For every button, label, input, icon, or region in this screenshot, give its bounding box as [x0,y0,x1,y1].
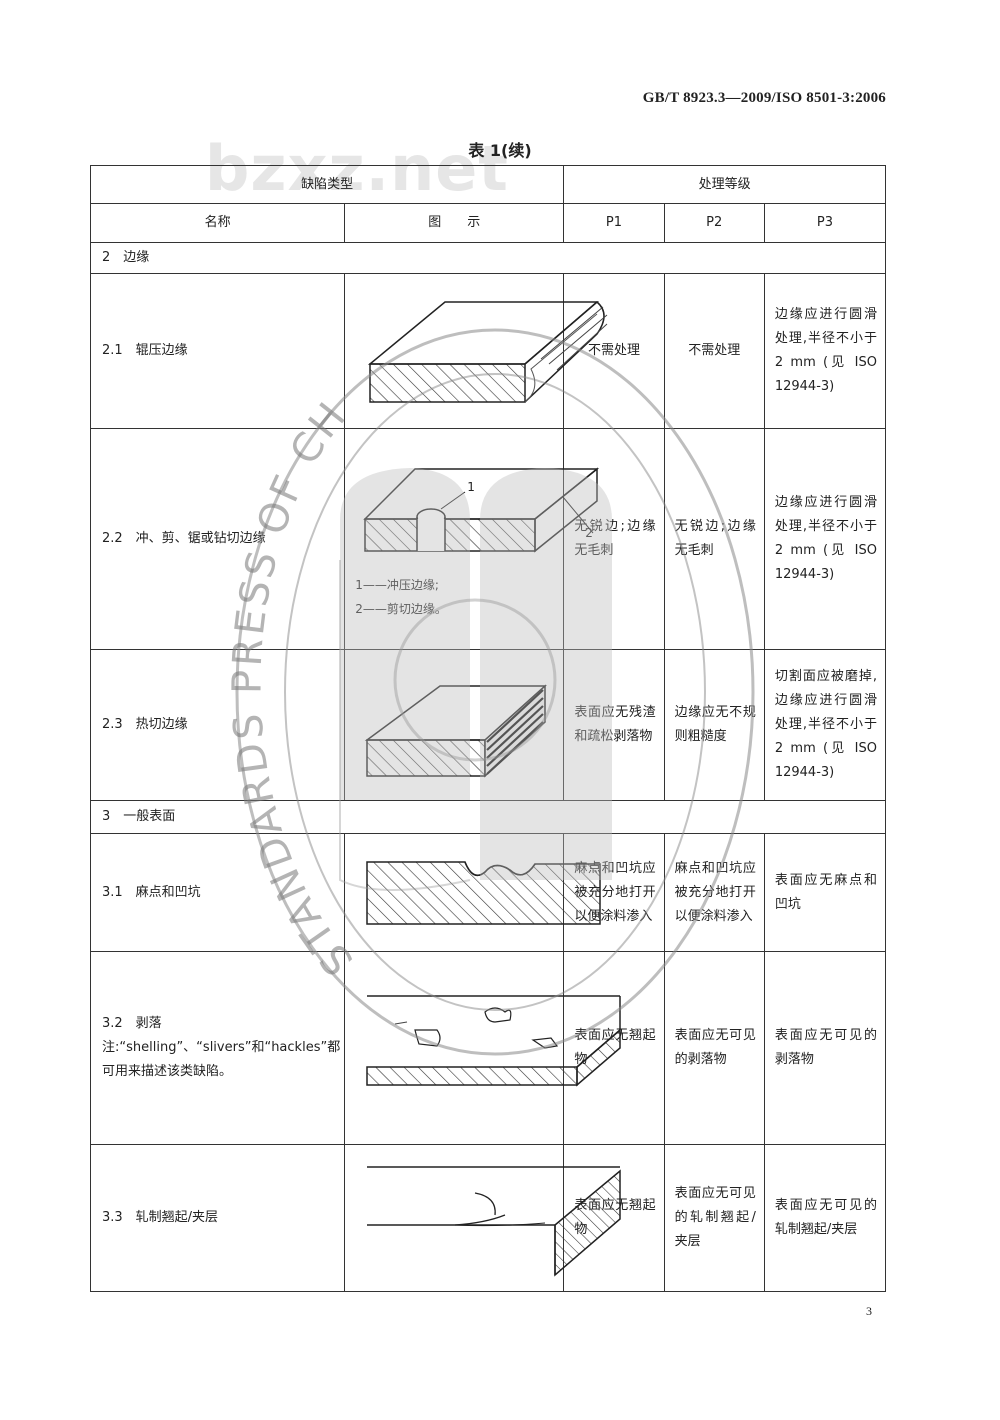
section-row: 3 一般表面 [90,800,886,834]
p2-value: 表面应无可见的剥落物 [663,951,765,1145]
defect-name: 3.2 剥落 [102,1016,162,1031]
p2-value: 表面应无可见的轧制翘起/夹层 [663,1144,765,1292]
p2-value: 麻点和凹坑应被充分地打开以便涂料渗入 [663,833,765,952]
thermally-cut-edge-illustration [364,684,548,778]
figure-note-2: 2——剪切边缘。 [355,602,447,616]
table-head-row-1: 缺陷类型 处理等级 [89,165,886,204]
figure-cell: 1 2 1——冲压边缘; 2——剪切边缘。 [344,428,600,650]
figure-cell [344,1144,621,1292]
rolled-edge-illustration [368,301,608,403]
defect-name: 3.1 麻点和凹坑 [89,833,346,952]
p3-value: 表面应无可见的剥落物 [763,951,887,1145]
p2-value: 不需处理 [663,273,765,429]
p3-value: 边缘应进行圆滑处理,半径不小于 2 mm (见 ISO 12944-3) [763,428,887,650]
figure-cell [344,649,565,801]
standard-number: GB/T 8923.3—2009/ISO 8501-3:2006 [642,90,886,106]
shelling-illustration [366,995,621,1087]
table-row: 3.3 轧制翘起/夹层 表面 [89,1144,887,1292]
head-treatment-grade: 处理等级 [563,165,886,204]
defect-name: 2.3 热切边缘 [89,649,346,801]
p3-value: 表面应无可见的轧制翘起/夹层 [763,1144,887,1292]
section-row: 2 边缘 [90,242,886,274]
table-row: 3.1 麻点和凹坑 麻点和凹坑应被充分地打开以便涂料渗入 麻点和凹坑应被充分地打… [89,833,887,952]
defect-table: 缺陷类型 处理等级 名称 图 示 P1 P2 P3 2 边缘 2.1 辊压边缘 [89,165,887,1292]
table-row: 2.2 冲、剪、锯或钻切边缘 [89,428,887,650]
head-figure: 图 示 [344,203,565,243]
table-head-row-2: 名称 图 示 P1 P2 P3 [89,203,887,243]
head-defect-type: 缺陷类型 [89,165,565,204]
defect-note: 注:“shelling”、“slivers”和“hackles”都可用来描述该类… [102,1040,341,1079]
head-p1: P1 [563,203,665,243]
defect-name: 3.3 轧制翘起/夹层 [89,1144,346,1292]
figure-note-1: 1——冲压边缘; [355,578,439,592]
head-name: 名称 [89,203,346,243]
table-caption: 表 1(续) [468,141,532,160]
section-title: 3 一般表面 [90,800,886,834]
p3-value: 边缘应进行圆滑处理,半径不小于 2 mm (见 ISO 12944-3) [763,273,887,429]
defect-name: 2.1 辊压边缘 [89,273,346,429]
defect-name: 2.2 冲、剪、锯或钻切边缘 [89,428,346,650]
table-row: 2.1 辊压边缘 不需处理 不需处理 边缘应进行圆滑处理 [89,273,887,429]
section-title: 2 边缘 [90,242,886,274]
p2-value: 无锐边;边缘无毛刺 [663,428,765,650]
table-row: 2.3 热切边缘 表面应无残渣和疏松剥落物 边缘应无不规则粗糙度 切割面应被磨 [89,649,887,801]
figure-cell [344,273,608,429]
p2-value: 边缘应无不规则粗糙度 [663,649,765,801]
table-row: 3.2 剥落 注:“shelling”、“slivers”和“hackles”都… [89,951,887,1145]
defect-name-cell: 3.2 剥落 注:“shelling”、“slivers”和“hackles”都… [89,951,346,1145]
head-p2: P2 [663,203,765,243]
figure-label-1: 1 [467,480,475,494]
figure-cell [344,951,621,1145]
figure-cell [344,833,601,952]
figure-label-2: 2 [585,526,593,540]
rolling-laminations-illustration [367,1166,621,1277]
p3-value: 切割面应被磨掉,边缘应进行圆滑处理,半径不小于 2 mm (见 ISO 1294… [763,649,887,801]
pits-craters-illustration [366,861,601,925]
page-number: 3 [866,1304,872,1318]
head-p3: P3 [763,203,887,243]
p3-value: 表面应无麻点和凹坑 [763,833,887,952]
